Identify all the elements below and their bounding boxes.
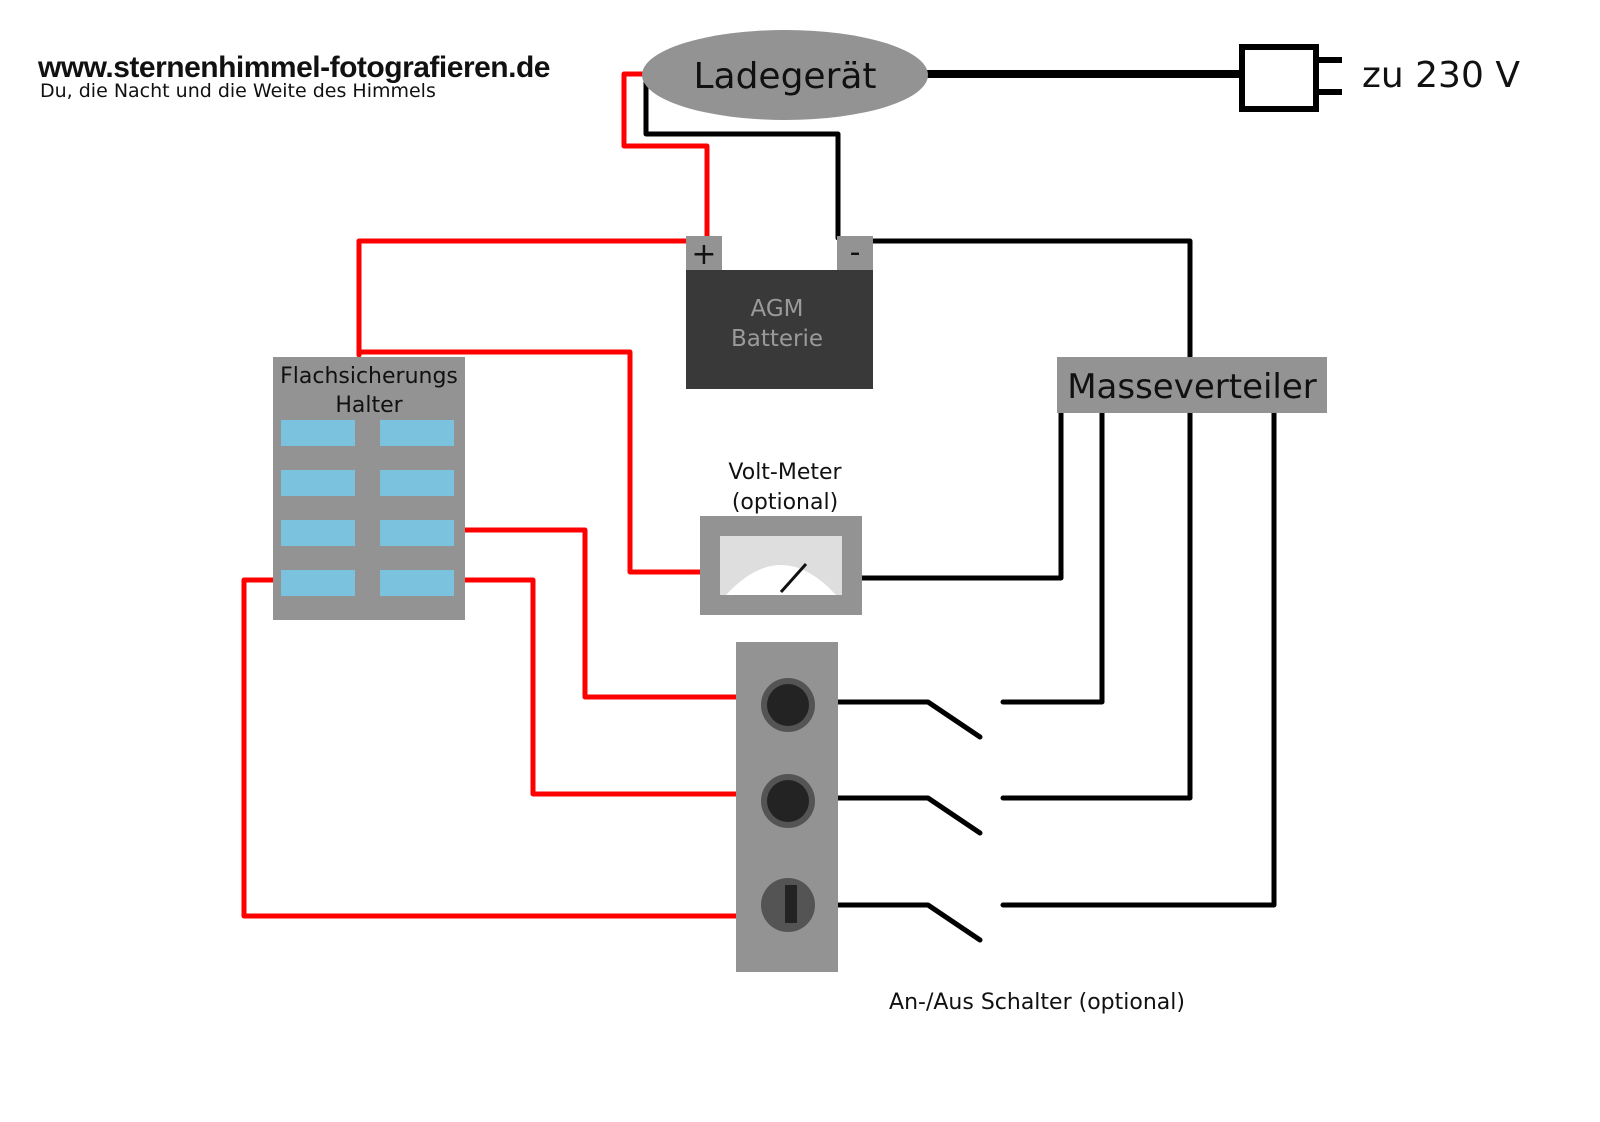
switch-1-icon (831, 699, 983, 740)
voltmeter-label-line1: Volt-Meter (728, 460, 842, 485)
wire-switch-1-to-ground (1000, 409, 1105, 705)
battery: + - AGM Batterie (686, 235, 873, 389)
fuse-slot (380, 520, 454, 546)
switch-panel (736, 642, 838, 972)
fuse-holder-label-line2: Halter (335, 393, 403, 418)
fuse-slot (281, 470, 355, 496)
battery-label-line1: AGM (751, 296, 804, 322)
voltmeter: Volt-Meter (optional) (700, 460, 862, 615)
voltmeter-label-line2: (optional) (732, 490, 838, 515)
site-url: www.sternenhimmel-fotografieren.de (37, 51, 550, 84)
fuse-slot (380, 420, 454, 446)
wire-switch-3-to-ground (1000, 409, 1277, 908)
mains-label: zu 230 V (1362, 55, 1520, 96)
socket-2-icon (767, 780, 809, 822)
fuse-holder-label-line1: Flachsicherungs (280, 364, 458, 389)
battery-body (686, 270, 873, 389)
wire-charger-to-battery-minus (643, 79, 841, 241)
plug-icon (1239, 44, 1319, 112)
wire-charger-to-battery-plus (621, 71, 710, 241)
wire-battery-minus-to-ground (865, 238, 1193, 363)
battery-label-line2: Batterie (731, 326, 823, 352)
fuse-slot (281, 520, 355, 546)
fuse-slot (281, 420, 355, 446)
switch-2-icon (831, 795, 983, 836)
fuse-slot (380, 570, 454, 596)
ground-distributor: Masseverteiler (1057, 357, 1327, 413)
wire-fuse-to-switch-2 (460, 577, 739, 797)
battery-minus-terminal (837, 236, 873, 270)
charger-body (642, 30, 928, 120)
barrel-jack-icon (785, 885, 797, 923)
wire-fuse-to-switch-1 (460, 527, 739, 700)
wire-battery-plus-to-fuse-holder (356, 238, 690, 358)
ground-distributor-body (1057, 357, 1327, 413)
site-tagline: Du, die Nacht und die Weite des Himmels (40, 80, 436, 102)
wire-voltmeter-to-ground (859, 409, 1064, 581)
positive-wires (241, 71, 739, 919)
wire-fuse-to-switch-3 (241, 577, 739, 919)
wire-fuse-to-voltmeter (356, 349, 703, 575)
mains-plug: zu 230 V (1239, 44, 1520, 112)
fuse-slots (281, 420, 454, 596)
switch-caption: An-/Aus Schalter (optional) (889, 990, 1185, 1015)
charger-label: Ladegerät (693, 56, 876, 97)
fuse-slot (281, 570, 355, 596)
voltmeter-scale (726, 565, 836, 595)
socket-1-icon (767, 684, 809, 726)
fuse-holder: Flachsicherungs Halter (273, 357, 465, 620)
fuse-slot (380, 470, 454, 496)
negative-wires (643, 70, 1277, 908)
battery-minus-label: - (850, 235, 861, 270)
ground-distributor-label: Masseverteiler (1067, 367, 1317, 407)
switch-symbols (831, 699, 983, 943)
battery-plus-terminal (686, 236, 722, 270)
charger: Ladegerät (642, 30, 928, 120)
battery-plus-label: + (691, 237, 716, 272)
wire-switch-2-to-ground (1000, 409, 1193, 801)
switch-3-icon (831, 902, 983, 943)
voltmeter-needle-icon (779, 563, 808, 593)
